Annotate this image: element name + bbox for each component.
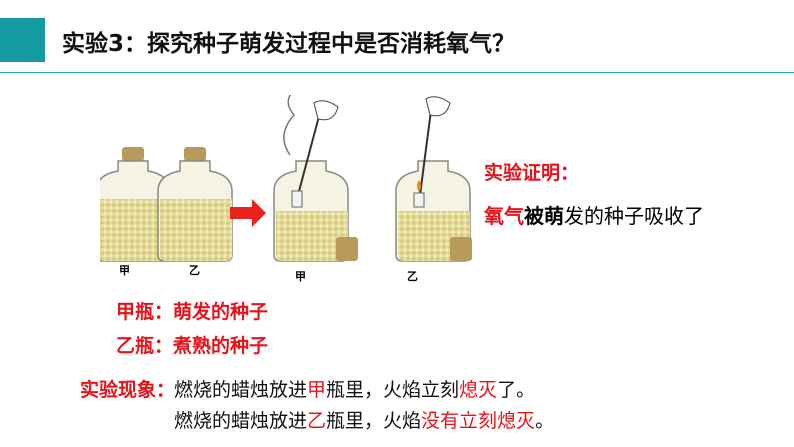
label-yi-right: 乙 [407, 270, 418, 283]
phenomenon-line-1: 燃烧的蜡烛放进甲瓶里，火焰立刻熄灭了。 [174, 375, 535, 402]
label-yi-left: 乙 [189, 264, 200, 277]
experiment-illustration [100, 95, 472, 262]
title-accent-bar [0, 18, 45, 62]
p2-c: 瓶里，火焰 [326, 410, 422, 432]
p2-d: 没有立刻熄灭 [421, 410, 536, 432]
bottle-jia-closed [100, 147, 171, 262]
red-arrow-icon [230, 199, 266, 227]
proof-heading: 实验证明： [484, 162, 580, 184]
phenomenon-line-2: 燃烧的蜡烛放进乙瓶里，火焰没有立刻熄灭。 [174, 406, 554, 433]
label-jia-left: 甲 [119, 264, 130, 277]
p2-a: 燃烧的蜡烛放进 [174, 410, 308, 432]
p1-c: 瓶里，火焰立刻 [326, 379, 460, 401]
p1-a: 燃烧的蜡烛放进 [174, 379, 308, 401]
p1-b: 甲 [307, 379, 327, 401]
bottle-yi-closed [157, 147, 233, 262]
proof-rest: 发的种子吸收了 [564, 204, 704, 228]
p2-e: 。 [535, 410, 555, 432]
proof-oxygen: 氧气 [484, 204, 524, 228]
p2-b: 乙 [307, 410, 327, 432]
p1-e: 了。 [497, 379, 536, 401]
bottle-yi-desc: 乙瓶：煮熟的种子 [116, 335, 269, 357]
proof-text: 氧气被萌发的种子吸收了 [484, 200, 704, 229]
bottle-jia-open [273, 95, 358, 262]
p1-d: 熄灭 [459, 379, 498, 401]
proof-mid: 被萌 [524, 204, 564, 228]
label-jia-right: 甲 [295, 270, 306, 283]
title-divider [0, 72, 794, 73]
phenomenon-label: 实验现象： [80, 379, 176, 401]
page-title: 实验3：探究种子萌发过程中是否消耗氧气？ [62, 31, 516, 57]
bottle-jia-desc: 甲瓶：萌发的种子 [116, 301, 269, 323]
bottle-yi-open [395, 96, 472, 262]
